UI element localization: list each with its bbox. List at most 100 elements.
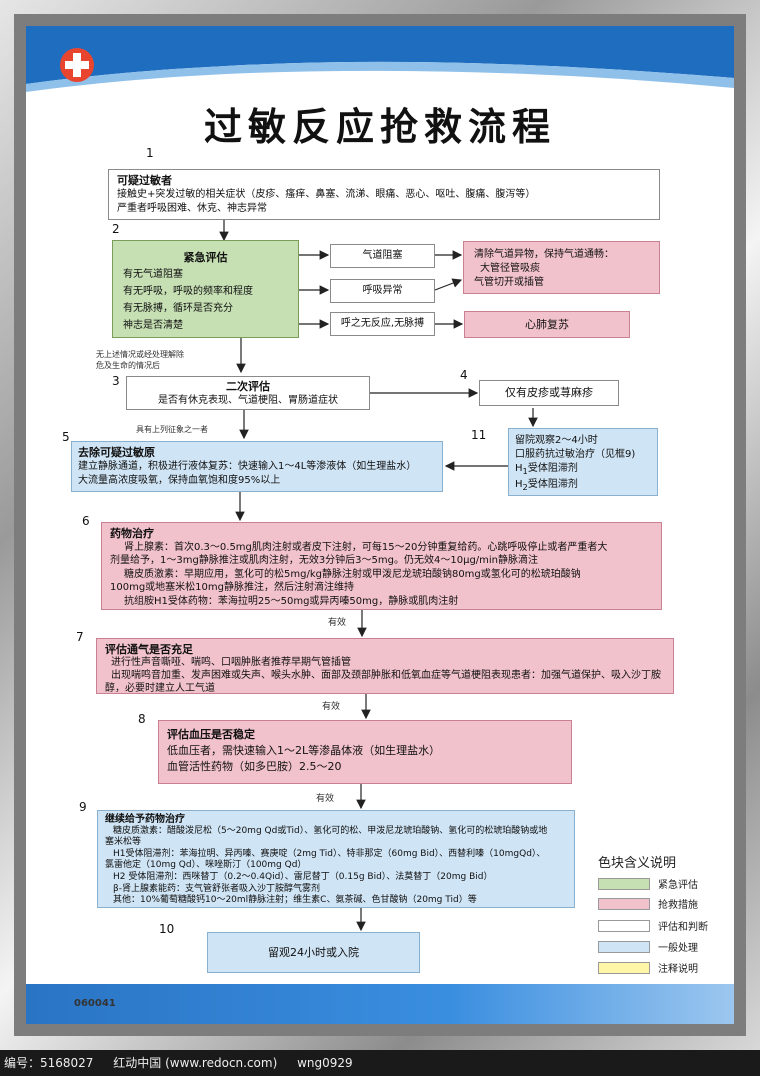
- step-number: 4: [460, 368, 468, 382]
- legend-label: 紧急评估: [658, 880, 698, 891]
- box-line: 其他：10%葡萄糖酸钙10～20ml静脉注射；维生素C、氨茶碱、色甘酸钠（20m…: [113, 895, 477, 906]
- step-number: 1: [146, 146, 154, 160]
- step-number: 7: [76, 630, 84, 644]
- box-line: H1受体阻滞剂：苯海拉明、异丙嗪、赛庚啶（2mg Tid）、特非那定（60mg …: [113, 848, 546, 859]
- box-line: β-肾上腺素能药：支气管舒张者吸入沙丁胺醇气雾剂: [113, 883, 320, 894]
- box-title: 继续给予药物治疗: [105, 814, 185, 825]
- box-line: 糖皮质激素：醋酸泼尼松（5～20mg Qd或Tid）、氢化可的松、甲泼尼龙琥珀酸…: [113, 825, 548, 836]
- step-number: 8: [138, 712, 146, 726]
- box-line: 糖皮质激素：早期应用，氢化可的松5mg/kg静脉注射或甲泼尼龙琥珀酸钠80mg或…: [124, 568, 581, 580]
- suspected-allergy-box: 可疑过敏者 接触史+突发过敏的相关症状（皮疹、瘙痒、鼻塞、流涕、眼痛、恶心、呕吐…: [108, 169, 660, 220]
- step-number: 2: [112, 222, 120, 236]
- box-line: 剂量给予，1～3mg静脉推注或肌肉注射，无效3分钟后3～5mg。仍无效4～10μ…: [110, 555, 539, 566]
- poster-code: 060041: [74, 998, 116, 1009]
- box-line: 清除气道异物，保持气道通畅：: [474, 249, 614, 260]
- box-title: 二次评估: [226, 380, 270, 393]
- step-number: 3: [112, 374, 120, 388]
- box-line: 有无呼吸，呼吸的频率和程度: [123, 286, 253, 297]
- flow-arrows: [219, 220, 538, 932]
- h-subscript: 1: [522, 466, 528, 476]
- box-line: 血管活性药物（如多巴胺）2.5～20: [167, 760, 342, 773]
- step-number: 6: [82, 514, 90, 528]
- footer-site: 红动中国 (www.redocn.com): [113, 1056, 278, 1070]
- box-line: 氯雷他定（10mg Qd）、咪唑斯汀（100mg Qd）: [105, 860, 307, 871]
- legend-label: 抢救措施: [658, 900, 698, 911]
- remove-allergen-box: 去除可疑过敏原 建立静脉通道，积极进行液体复苏：快速输入1～4L等渗液体（如生理…: [71, 441, 443, 492]
- blood-pressure-box: 评估血压是否稳定 低血压者，需快速输入1～2L等渗晶体液（如生理盐水） 血管活性…: [158, 720, 572, 784]
- note-line: 无上述情况或经处理解除: [96, 350, 184, 359]
- medical-cross-icon: [60, 48, 94, 82]
- h1-blocker-line: H1受体阻滞剂: [515, 462, 651, 478]
- step-number: 5: [62, 430, 70, 444]
- step-number: 10: [159, 922, 175, 936]
- admission-box: 留观24小时或入院: [207, 932, 420, 973]
- legend-title: 色块含义说明: [598, 856, 677, 871]
- ventilation-assessment-box: 评估通气是否充足 进行性声音嘶哑、喘鸣、口咽肿胀者推荐早期气管插管 出现喘鸣音加…: [96, 638, 674, 694]
- step-number: 11: [471, 428, 487, 442]
- box-line: 大流量高浓度吸氧，保持血氧饱和度95%以上: [78, 475, 281, 486]
- box-line: 肾上腺素：首次0.3～0.5mg肌肉注射或者皮下注射，可每15～20分钟重复给药…: [124, 541, 608, 553]
- box-title: 药物治疗: [110, 527, 154, 540]
- box-line: 低血压者，需快速输入1～2L等渗晶体液（如生理盐水）: [167, 744, 441, 757]
- drug-treatment-box: 药物治疗 肾上腺素：首次0.3～0.5mg肌肉注射或者皮下注射，可每15～20分…: [101, 522, 662, 610]
- poster: 过敏反应抢救流程 1 2 3 4: [26, 26, 734, 1024]
- rash-only-box: 仅有皮疹或荨麻疹: [479, 380, 619, 406]
- box-title: 评估血压是否稳定: [167, 728, 255, 741]
- box-line: 留院观察2～4小时: [515, 435, 598, 446]
- bottom-band: [26, 984, 734, 1024]
- h2-blocker-line: H2受体阻滞剂: [515, 478, 651, 494]
- box-line: 接触史+突发过敏的相关症状（皮疹、瘙痒、鼻塞、流涕、眼痛、恶心、呕吐、腹痛、腹泻…: [117, 189, 536, 200]
- box-line: 有无脉搏，循环是否充分: [123, 303, 233, 314]
- airway-obstruction-box: 气道阻塞: [330, 244, 435, 268]
- note-line: 危及生命的情况后: [96, 361, 160, 370]
- box-line: 口服药抗过敏治疗（见框9): [515, 449, 636, 460]
- box-line: 受体阻滞剂: [527, 479, 578, 490]
- observation-box: 留院观察2～4小时 口服药抗过敏治疗（见框9) H1受体阻滞剂 H2受体阻滞剂: [508, 428, 658, 496]
- page-title: 过敏反应抢救流程: [203, 104, 556, 149]
- effective-label: 有效: [316, 794, 335, 804]
- box-line: 醇，必要时建立人工气道: [105, 683, 215, 694]
- box-title: 去除可疑过敏原: [78, 446, 155, 459]
- secondary-assessment-box: 二次评估 是否有休克表现、气道梗阻、胃肠道症状: [126, 376, 370, 410]
- watermark-footer: 编号：5168027 红动中国 (www.redocn.com) wng0929: [0, 1050, 760, 1076]
- box-title: 紧急评估: [183, 251, 228, 264]
- box-line: 气管切开或插管: [474, 277, 544, 288]
- box-line: 出现喘鸣音加重、发声困难或失声、喉头水肿、面部及颈部肿胀和低氧血症等气道梗阻表现…: [111, 670, 661, 681]
- note-signs-present: 具有上列征象之一者: [136, 425, 208, 434]
- legend-swatch-blue: [598, 941, 650, 953]
- continued-drug-box: 继续给予药物治疗 糖皮质激素：醋酸泼尼松（5～20mg Qd或Tid）、氢化可的…: [97, 810, 575, 908]
- emergency-assessment-box: 紧急评估 有无气道阻塞 有无呼吸，呼吸的频率和程度 有无脉搏，循环是否充分 神志…: [112, 240, 299, 338]
- abnormal-breathing-box: 呼吸异常: [330, 279, 435, 303]
- effective-label: 有效: [328, 618, 347, 628]
- box-line: H2 受体阻滞剂：西咪替丁（0.2～0.4Qid）、雷尼替丁（0.15g Bid…: [113, 871, 493, 882]
- box-line: 有无气道阻塞: [123, 269, 183, 280]
- box-line: 是否有休克表现、气道梗阻、胃肠道症状: [158, 395, 338, 406]
- step-number: 9: [79, 800, 87, 814]
- legend-label: 评估和判断: [658, 922, 708, 933]
- box-title: 评估通气是否充足: [105, 643, 193, 656]
- legend-swatch-pink: [598, 898, 650, 910]
- box-line: 受体阻滞剂: [527, 463, 578, 474]
- footer-id: 编号：5168027: [4, 1056, 94, 1070]
- top-wave-band: [26, 26, 734, 92]
- legend-swatch-white: [598, 920, 650, 932]
- h-letter: H: [515, 463, 523, 474]
- h-letter: H: [515, 479, 523, 490]
- box-line: 进行性声音嘶哑、喘鸣、口咽肿胀者推荐早期气管插管: [111, 657, 351, 668]
- legend-label: 一般处理: [658, 943, 698, 954]
- footer-author: wng0929: [297, 1056, 353, 1070]
- effective-label: 有效: [322, 702, 341, 712]
- no-pulse-box: 呼之无反应,无脉搏: [330, 312, 435, 336]
- clear-airway-box: 清除气道异物，保持气道通畅： 大管径管吸痰 气管切开或插管: [463, 241, 660, 294]
- box-title: 可疑过敏者: [117, 174, 172, 187]
- box-line: 抗组胺H1受体药物：苯海拉明25～50mg或异丙嗪50mg，静脉或肌肉注射: [124, 595, 459, 607]
- note-condition-resolved: 无上述情况或经处理解除 危及生命的情况后: [96, 349, 184, 371]
- box-line: 大管径管吸痰: [480, 263, 540, 274]
- box-line: 100mg或地塞米松10mg静脉推注，然后注射滴注维持: [110, 582, 354, 593]
- legend-swatch-yellow: [598, 962, 650, 974]
- legend-swatch-green: [598, 878, 650, 890]
- h-subscript: 2: [522, 482, 528, 492]
- box-line: 建立静脉通道，积极进行液体复苏：快速输入1～4L等渗液体（如生理盐水）: [78, 461, 417, 472]
- box-line: 严重者呼吸困难、休克、神志异常: [117, 203, 267, 214]
- legend-label: 注释说明: [658, 964, 698, 975]
